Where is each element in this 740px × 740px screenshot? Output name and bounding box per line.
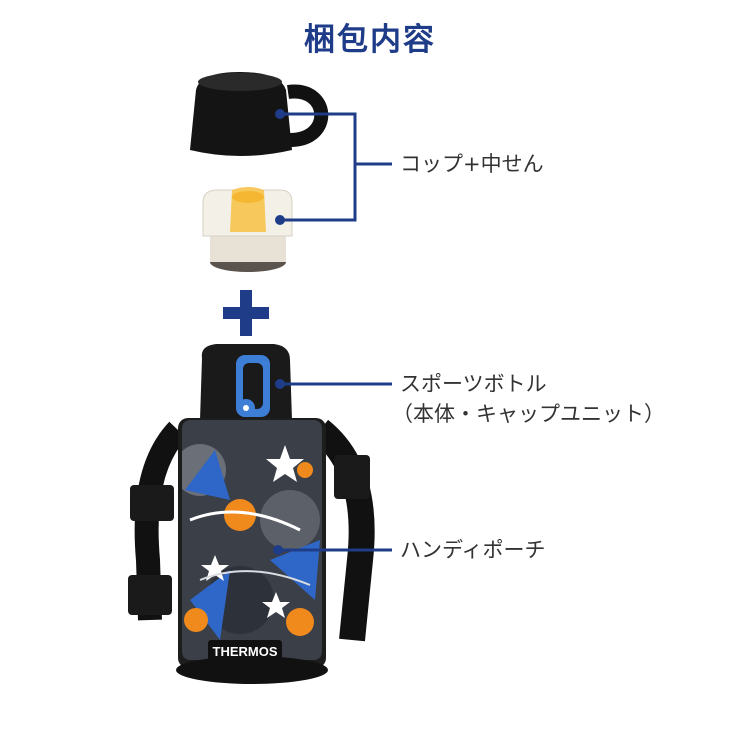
plus-icon [223,290,269,336]
thermos-logo: THERMOS [213,644,278,659]
cup-icon [190,72,329,156]
label-sports-bottle: スポーツボトル [400,372,547,396]
bottle-icon: THERMOS [128,344,375,684]
leader-lines [273,109,392,555]
page-title: 梱包内容 [304,22,436,58]
label-bottle-parts: （本体・キャップユニット） [392,402,665,426]
label-pouch: ハンディポーチ [400,538,546,562]
label-cup-stopper: コップ+中せん [400,152,544,176]
stopper-icon [202,187,293,272]
